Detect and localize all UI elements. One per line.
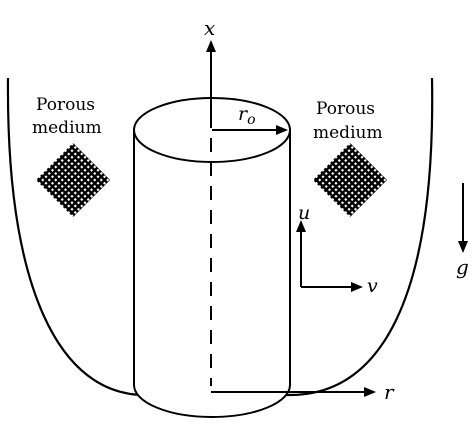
velocity-u-label: u [298, 202, 310, 224]
porous-mesh-right-icon [313, 143, 387, 217]
radius-label: ro [238, 103, 256, 128]
porous-mesh-left-icon [36, 143, 110, 217]
mesh-strand [36, 143, 100, 217]
mesh-strand [313, 143, 384, 217]
velocity-v-label: v [367, 275, 378, 297]
cylinder-bottom-arc [133, 384, 291, 418]
mesh-strand [347, 143, 387, 217]
mesh-strand [340, 143, 387, 217]
mesh-strand [44, 143, 110, 217]
mesh-strand [37, 143, 110, 217]
porous-left-label-line2: medium [32, 118, 102, 138]
mesh-strand [321, 143, 387, 217]
porous-right-label-line2: medium [313, 123, 383, 143]
mesh-strand [327, 143, 387, 217]
mesh-strand [313, 143, 387, 217]
radius-label-sub: o [247, 112, 255, 128]
porous-left-label-line1: Porous [36, 95, 95, 115]
mesh-strand [36, 143, 110, 217]
mesh-strand [57, 143, 110, 217]
mesh-strand [334, 143, 387, 217]
gravity-label: g [456, 255, 469, 279]
mesh-strand [347, 143, 387, 217]
radius-label-main: r [238, 103, 249, 125]
x-axis-label: x [204, 16, 215, 40]
mesh-strand [36, 143, 107, 217]
r-axis-label: r [384, 380, 395, 404]
mesh-strand [50, 143, 110, 217]
porous-right-label-line1: Porous [316, 99, 375, 119]
mesh-strand [314, 143, 387, 217]
mesh-strand [63, 143, 110, 217]
